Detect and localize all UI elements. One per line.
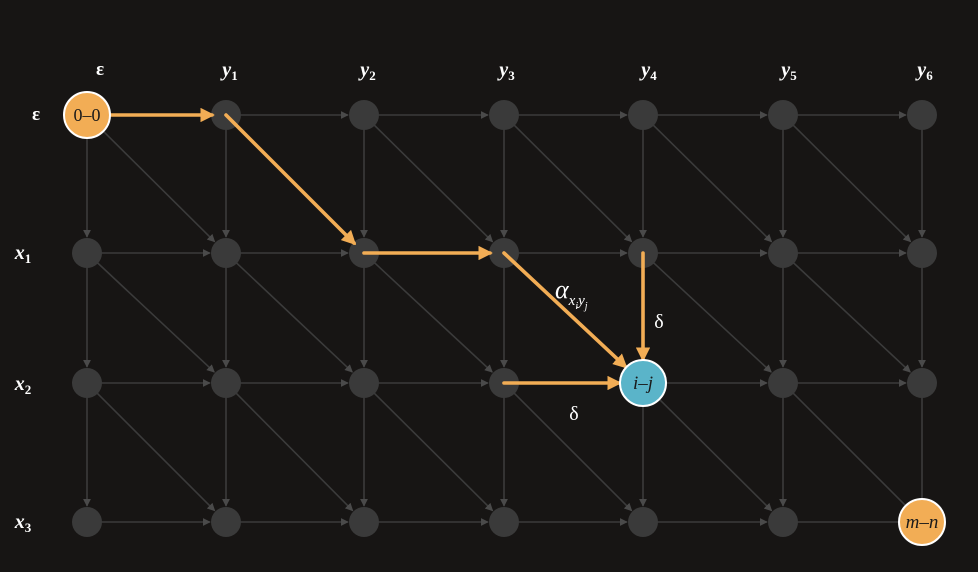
grid-edge	[512, 123, 633, 243]
delta-vertical-label: δ	[654, 311, 663, 333]
lattice-node	[628, 100, 658, 130]
grid-edge	[234, 391, 354, 512]
lattice-node	[907, 368, 937, 398]
column-header-5: y5	[779, 59, 797, 83]
column-header-3: y3	[497, 59, 515, 83]
lattice-node	[907, 238, 937, 268]
lattice-node	[211, 238, 241, 268]
lattice-node	[72, 238, 102, 268]
grid-edges	[83, 111, 926, 526]
lattice-node	[489, 100, 519, 130]
row-headers: ε x1 x2 x3	[14, 104, 40, 535]
lattice-node	[768, 238, 798, 268]
lattice-node	[489, 507, 519, 537]
grid-edge	[372, 261, 493, 373]
grid-edge	[651, 123, 773, 243]
column-header-1: y1	[220, 59, 237, 83]
lattice-node	[72, 507, 102, 537]
row-header-3: x3	[14, 511, 32, 535]
current-node	[619, 359, 667, 407]
lattice-node	[768, 507, 798, 537]
grid-nodes	[72, 100, 937, 537]
special-nodes: 0–0 i–j m–n	[63, 91, 946, 546]
current-node-label: i–j	[633, 373, 653, 394]
grid-edge	[372, 391, 494, 512]
grid-edge	[791, 123, 912, 243]
column-header-2: y2	[358, 59, 375, 83]
column-header-0: ε	[96, 59, 104, 80]
path-edge	[502, 251, 628, 369]
lattice-node	[907, 100, 937, 130]
column-header-6: y6	[915, 59, 933, 83]
column-headers: ε y1 y2 y3 y4 y5 y6	[96, 59, 933, 83]
lattice-node	[768, 100, 798, 130]
path-edge	[224, 113, 357, 246]
start-node	[63, 91, 111, 139]
row-header-2: x2	[14, 373, 32, 397]
lattice-node	[211, 368, 241, 398]
lattice-node	[211, 507, 241, 537]
end-node	[898, 498, 946, 546]
grid-edge	[791, 261, 911, 373]
lattice-node	[72, 368, 102, 398]
grid-edge	[372, 123, 494, 243]
row-header-1: x1	[14, 242, 32, 266]
grid-edge	[95, 391, 216, 512]
grid-edge	[512, 391, 633, 512]
grid-edge	[95, 261, 215, 373]
lattice-node	[768, 368, 798, 398]
column-header-4: y4	[639, 59, 657, 83]
lattice-node	[349, 100, 379, 130]
grid-edge	[95, 123, 216, 243]
delta-horizontal-label: δ	[569, 403, 578, 425]
grid-edge	[791, 391, 912, 512]
grid-edge	[234, 261, 353, 373]
grid-edge	[651, 391, 773, 512]
lattice-node	[349, 507, 379, 537]
lattice-node	[628, 507, 658, 537]
alpha-edge-label: αxiyj	[555, 275, 588, 312]
row-header-0: ε	[32, 104, 40, 125]
grid-edge	[651, 261, 772, 373]
end-node-label: m–n	[906, 512, 939, 533]
start-node-label: 0–0	[74, 105, 101, 125]
lattice-node	[349, 368, 379, 398]
edge-labels: αxiyj δ δ	[555, 275, 664, 425]
